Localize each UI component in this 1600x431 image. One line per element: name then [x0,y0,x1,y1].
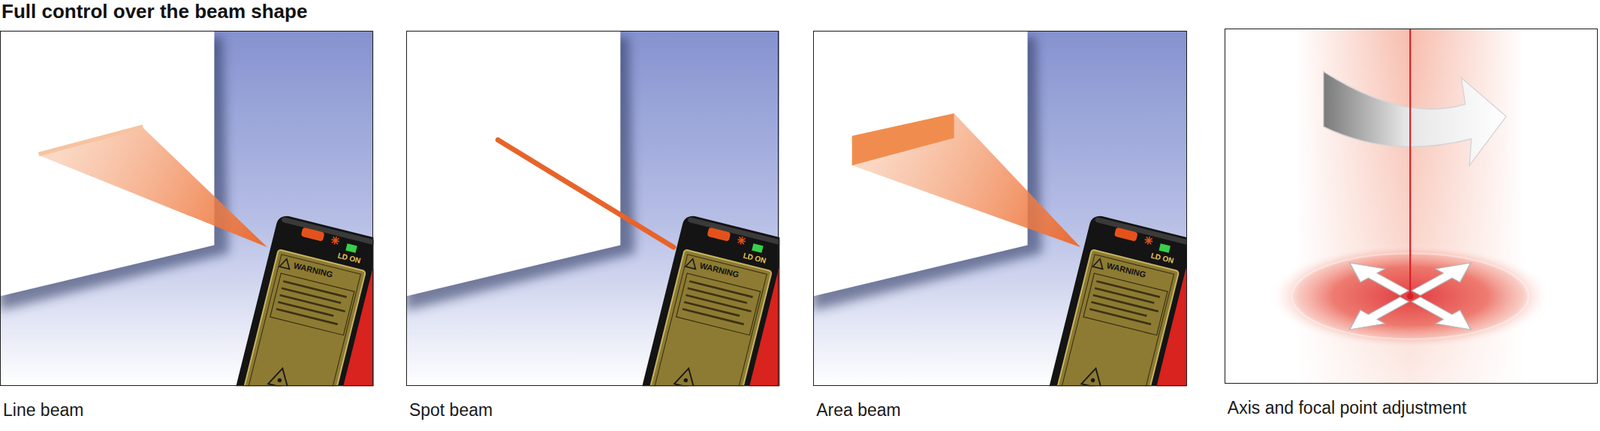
area-beam-patch [852,113,955,166]
area-beam-fan [852,113,1081,248]
focal-point [1407,292,1414,299]
line-beam-trace [39,126,144,155]
panel-caption: Area beam [816,400,1188,422]
panel-frame: Line beam [0,30,374,386]
area-beam-scene [813,30,1187,386]
rotation-arrow [1323,71,1507,166]
beam-axis [1409,28,1411,296]
panel-frame: Area beam [813,30,1187,386]
panel-caption: Spot beam [409,400,781,422]
spot-beam-ray [497,139,674,248]
diagram-title: Full control over the beam shape [1,1,308,22]
spot-beam-scene [406,30,780,386]
move-arrows [1337,256,1483,337]
panel-caption: Axis and focal point adjustment [1227,397,1600,419]
panel-frame: Axis and focal point adjustment [1224,28,1598,384]
panel-frame: Spot beam [406,30,779,386]
panel-caption: Line beam [3,400,375,422]
line-beam-scene [0,30,374,386]
axis-adjust-scene [1224,28,1598,384]
